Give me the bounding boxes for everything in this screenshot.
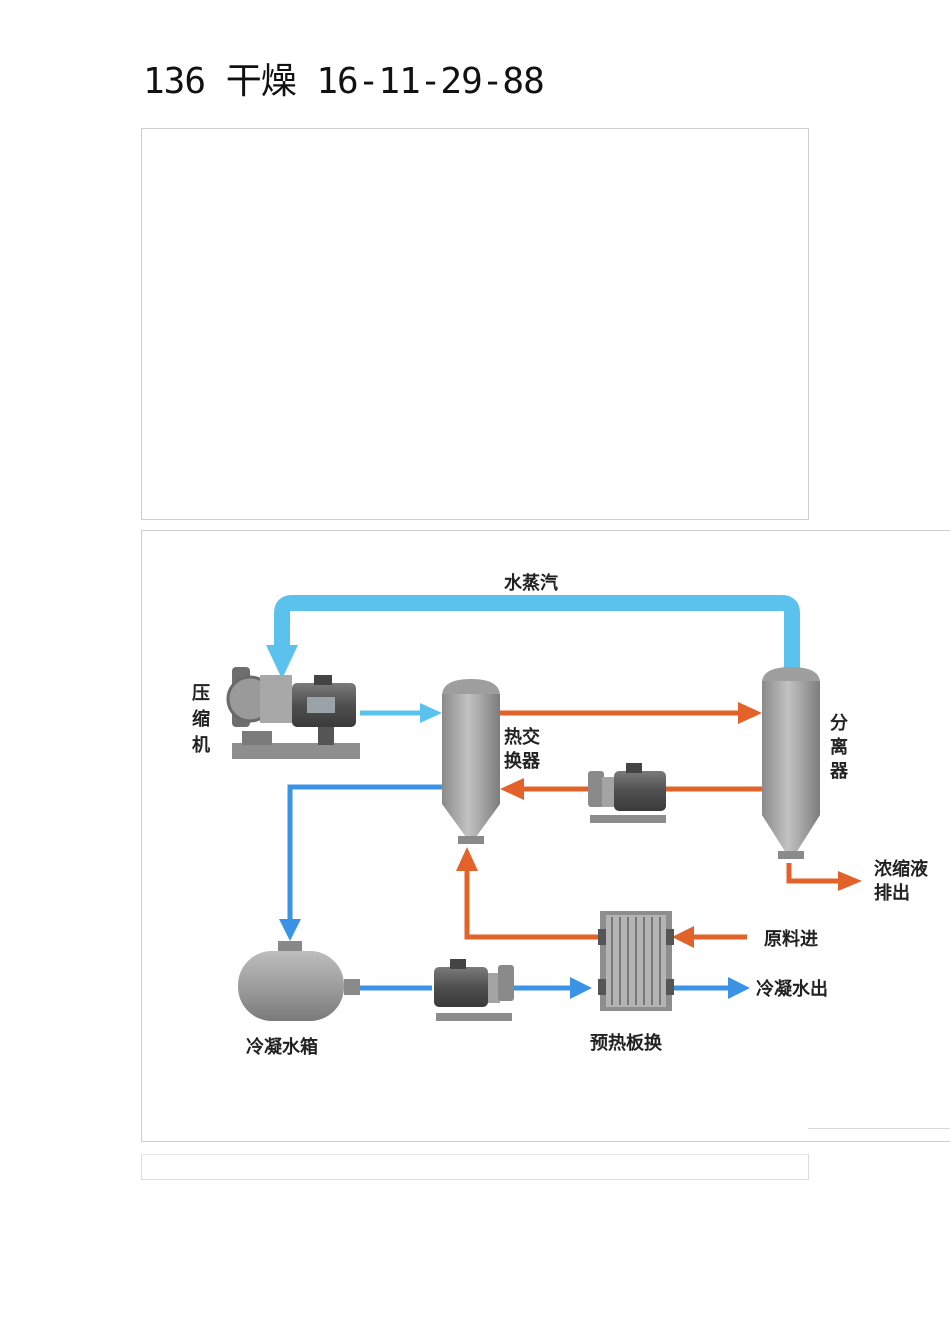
label-feed-in: 原料进 [764,928,818,950]
preheat-plate-exchanger [598,911,674,1011]
page-title: 136 干燥 16-11-29-88 [143,61,545,102]
label-preheat-plate: 预热板换 [590,1032,663,1054]
label-separator-2: 离 [830,736,848,758]
condensate-lines [279,784,750,999]
label-heat-exchanger-2: 换器 [504,750,541,772]
condensate-tank [238,941,360,1021]
label-compressor-3: 机 [192,735,210,756]
process-diagram: 水蒸汽 压 缩 机 热交 换器 分 离 器 浓缩液 排出 原料进 冷凝水出 冷凝… [141,530,950,1142]
compressor [226,667,360,759]
bottom-frame-strip [141,1154,809,1180]
blank-image-frame [141,128,809,520]
steam-line [266,595,800,723]
circulation-pump [588,763,666,823]
label-heat-exchanger-1: 热交 [504,726,540,748]
label-compressor-1: 压 [192,683,210,704]
heat-exchanger [442,679,500,844]
label-separator-1: 分 [830,713,848,734]
process-lines [456,702,862,948]
label-compressor-2: 缩 [192,708,210,730]
separator [762,667,820,859]
label-condensate-tank: 冷凝水箱 [246,1036,318,1058]
divider-line [808,1128,950,1129]
label-concentrate-out-1: 浓缩液 [874,858,929,880]
label-steam: 水蒸汽 [504,572,558,594]
transfer-pump [434,959,514,1021]
label-separator-3: 器 [829,761,849,782]
label-condensate-out: 冷凝水出 [756,978,828,1000]
label-concentrate-out-2: 排出 [874,882,910,904]
